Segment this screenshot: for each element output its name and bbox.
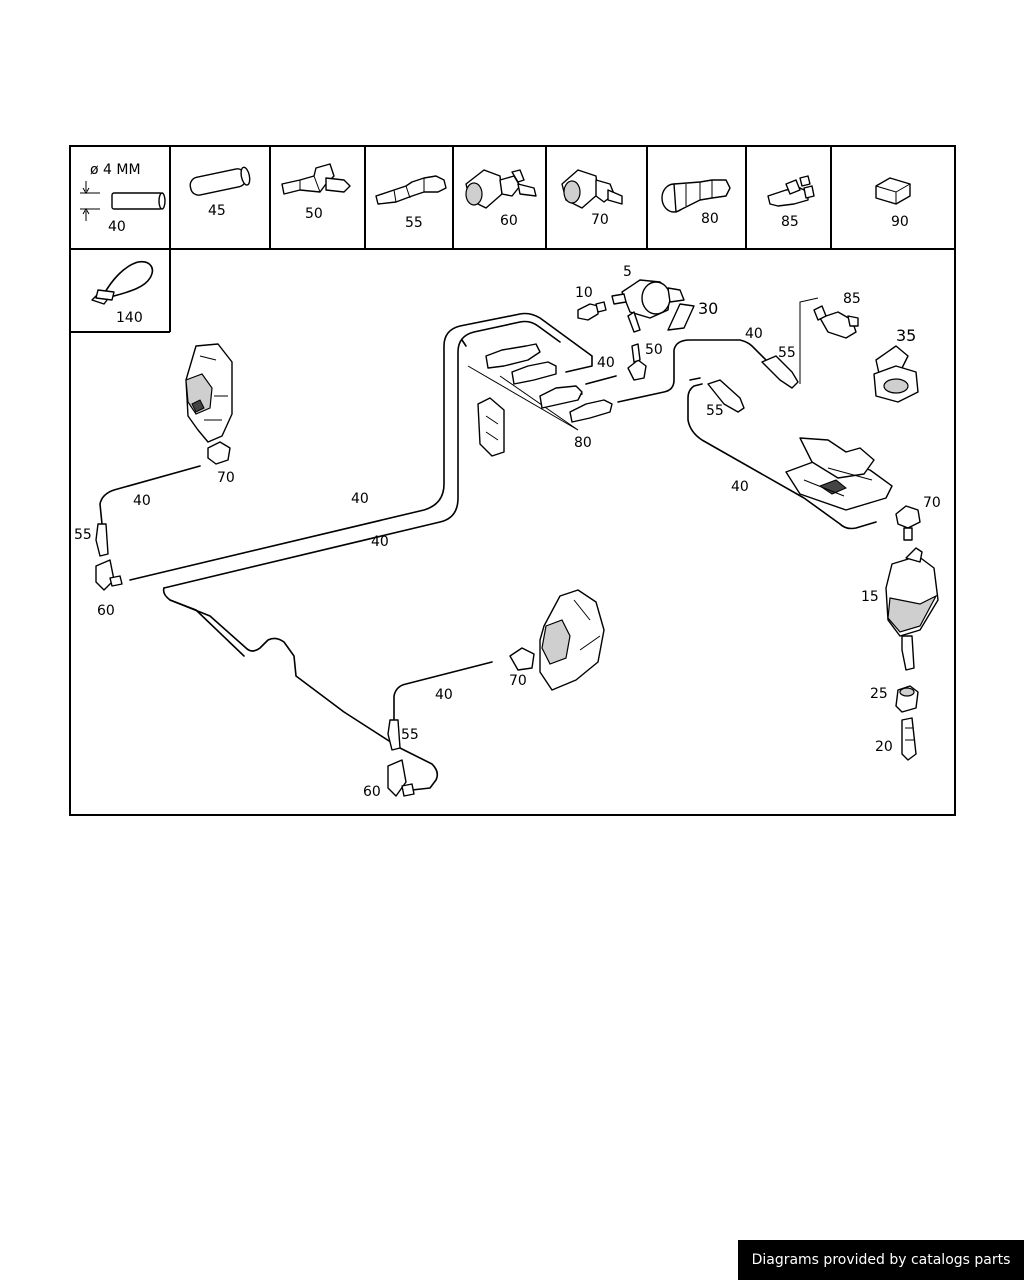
legend-cell-40: ø 4 MM 40 (80, 162, 166, 235)
legend-label-85: 85 (781, 214, 799, 230)
part-35-valve (873, 345, 919, 403)
legend-cell-85: 85 (767, 175, 815, 230)
legend-label-140: 140 (116, 310, 143, 326)
part-15-pump (885, 547, 939, 671)
callout-40-bottom: 40 (435, 687, 453, 703)
legend-label-55: 55 (405, 215, 423, 231)
legend-cell-140: 140 (91, 260, 154, 326)
part-55-bottom (387, 719, 401, 751)
hose-lines (99, 297, 877, 791)
legend-cell-50: 50 (281, 163, 351, 222)
legend-label-40: 40 (108, 219, 126, 235)
callout-55-mid: 55 (706, 403, 724, 419)
callout-40-long1: 40 (351, 491, 369, 507)
callout-20: 20 (875, 739, 893, 755)
legend-label-90: 90 (891, 214, 909, 230)
callout-70-left: 70 (217, 470, 235, 486)
callouts: 5 10 30 50 40 40 55 55 85 35 80 70 40 55… (74, 264, 941, 800)
part-mount-bracket (477, 397, 505, 457)
part-5-pump (611, 279, 685, 333)
legend-label-60: 60 (500, 213, 518, 229)
part-70-bottom (509, 647, 535, 671)
callout-55-top: 55 (778, 345, 796, 361)
callout-25: 25 (870, 686, 888, 702)
part-55-mid (707, 379, 745, 413)
part-60-left (95, 559, 123, 591)
legend-cell-80: 80 (661, 179, 731, 227)
callout-5: 5 (623, 264, 632, 280)
legend-cell-55: 55 (375, 175, 447, 231)
part-70-left (207, 441, 231, 465)
credit-banner: Diagrams provided by catalogs parts (738, 1240, 1024, 1280)
legend-cell-70: 70 (561, 169, 623, 228)
part-85-tee (813, 305, 859, 339)
callout-35: 35 (896, 326, 916, 345)
legend-label-45: 45 (208, 203, 226, 219)
callout-70-right: 70 (923, 495, 941, 511)
callout-85: 85 (843, 291, 861, 307)
part-50-elbow (627, 343, 647, 381)
legend-label-80: 80 (701, 211, 719, 227)
callout-40-left: 40 (133, 493, 151, 509)
callout-40-long2: 40 (371, 534, 389, 550)
legend-label-50: 50 (305, 206, 323, 222)
diagram-frame (69, 145, 956, 816)
part-55-top (761, 355, 799, 389)
callout-60-left: 60 (97, 603, 115, 619)
part-80-connectors (485, 343, 613, 423)
part-20-filter (901, 717, 917, 761)
callout-40-mid: 40 (745, 326, 763, 342)
callout-60-bottom: 60 (363, 784, 381, 800)
callout-80: 80 (574, 435, 592, 451)
callout-30: 30 (698, 299, 718, 318)
callout-50: 50 (645, 342, 663, 358)
legend-diameter: ø 4 MM (90, 162, 141, 178)
callout-55-bottom: 55 (401, 727, 419, 743)
part-bottom-lock-assembly (539, 589, 605, 691)
legend-cell-45: 45 (189, 166, 251, 219)
legend-cell-90: 90 (875, 177, 911, 230)
callout-40-top: 40 (597, 355, 615, 371)
part-25-nut (895, 685, 919, 713)
callout-15: 15 (861, 589, 879, 605)
part-60-bottom (387, 759, 415, 797)
callout-40-right: 40 (731, 479, 749, 495)
part-30-bracket (667, 303, 695, 331)
part-console-assembly (785, 437, 893, 511)
part-70-right (895, 505, 921, 541)
callout-10: 10 (575, 285, 593, 301)
callout-70-bottom: 70 (509, 673, 527, 689)
callout-55-left: 55 (74, 527, 92, 543)
legend-label-70: 70 (591, 212, 609, 228)
legend-cell-60: 60 (465, 169, 537, 229)
part-55-left (95, 523, 109, 557)
part-left-lock-assembly (185, 343, 233, 443)
part-10-fitting (577, 301, 607, 321)
